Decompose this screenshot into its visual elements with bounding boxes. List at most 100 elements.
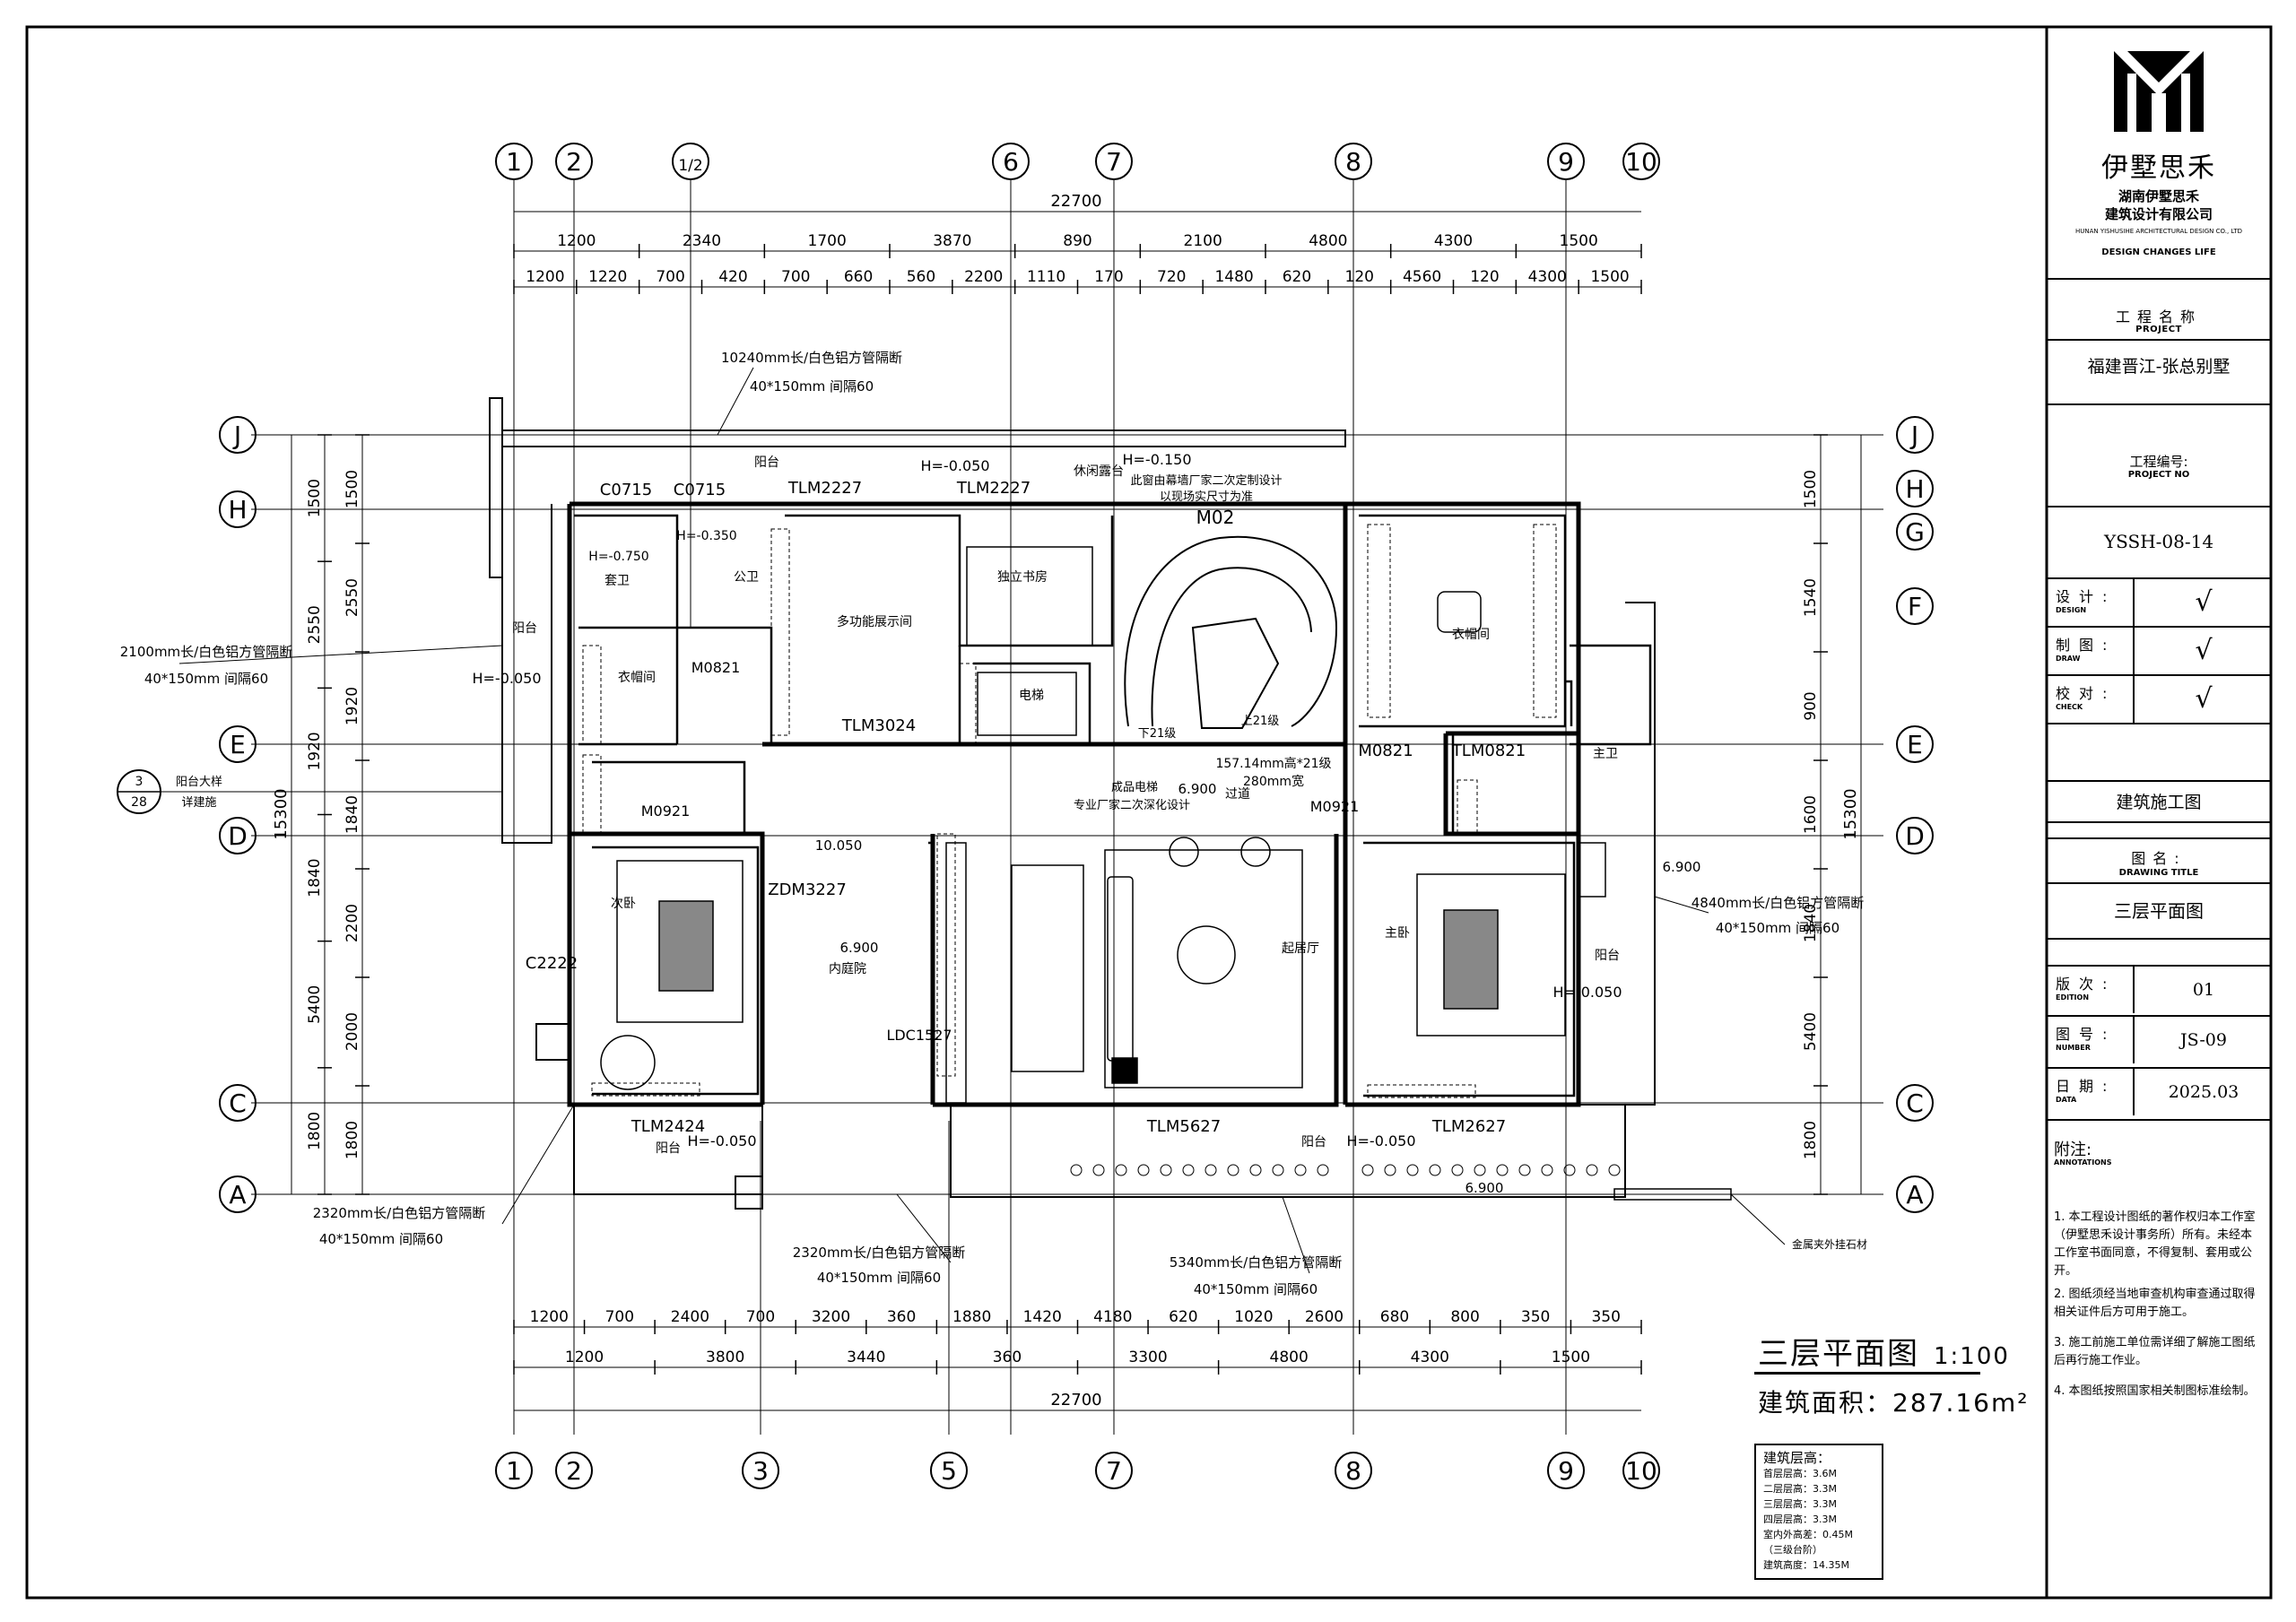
svg-text:1840: 1840: [344, 795, 361, 834]
svg-text:3440: 3440: [847, 1349, 885, 1366]
design-row: 设计: DESIGN √: [2047, 579, 2271, 628]
svg-text:7: 7: [1106, 147, 1122, 177]
label-e6900d: 6.900: [1465, 1180, 1504, 1196]
plan-scale: 1:100: [1934, 1343, 2010, 1370]
number: JS-09: [2133, 1017, 2273, 1063]
svg-text:15300: 15300: [272, 788, 291, 839]
label-grille-bl: 2320mm长/白色铝方管隔断: [313, 1205, 485, 1221]
label-h150: H=-0.150: [1122, 451, 1191, 468]
right-axis-J: J: [1896, 416, 1934, 454]
bottom-axis-9: 9: [1547, 1452, 1585, 1489]
edition-row: 版次: EDITION 01: [2047, 965, 2271, 1017]
left-axis-J: J: [219, 416, 257, 454]
label-e6900b: 6.900: [840, 940, 879, 956]
svg-text:890: 890: [1063, 232, 1091, 250]
bottom-axis-2: 2: [555, 1452, 593, 1489]
project-label: 工程名称: [2115, 308, 2202, 325]
bottom-axis-10: 10: [1622, 1452, 1660, 1489]
svg-text:5: 5: [941, 1456, 957, 1486]
svg-text:120: 120: [1470, 268, 1499, 286]
svg-text:1020: 1020: [1234, 1308, 1273, 1326]
label-grille-top: 10240mm长/白色铝方管隔断: [721, 350, 902, 366]
room-suite-bath: 套卫: [604, 574, 630, 588]
label-grille-bm: 2320mm长/白色铝方管隔断: [793, 1245, 965, 1261]
svg-text:1500: 1500: [1560, 232, 1598, 250]
project-no-label-en: PROJECT NO: [2127, 470, 2190, 480]
notes-label-en: ANNOTATIONS: [2054, 1158, 2112, 1167]
svg-text:1220: 1220: [588, 268, 627, 286]
label-grille-left: 2100mm长/白色铝方管隔断: [120, 644, 292, 660]
svg-text:620: 620: [1169, 1308, 1197, 1326]
bottom-axis-7: 7: [1095, 1452, 1133, 1489]
notes-label: 附注:: [2054, 1141, 2092, 1159]
label-detail-sheet: 28: [131, 795, 147, 810]
svg-text:1800: 1800: [306, 1112, 324, 1150]
svg-text:E: E: [1907, 730, 1923, 759]
svg-text:1600: 1600: [1802, 795, 1820, 834]
svg-text:1920: 1920: [306, 732, 324, 770]
svg-text:4300: 4300: [1434, 232, 1473, 250]
edition: 01: [2133, 967, 2273, 1013]
room-balcony-left: 阳台: [512, 621, 537, 636]
svg-text:560: 560: [907, 268, 935, 286]
right-axis-D: D: [1896, 817, 1934, 854]
label-zdm3227: ZDM3227: [768, 880, 847, 899]
label-ldc1527: LDC1527: [886, 1027, 952, 1044]
svg-text:3: 3: [752, 1456, 769, 1486]
svg-text:2400: 2400: [671, 1308, 709, 1326]
svg-text:6: 6: [1003, 147, 1019, 177]
svg-text:680: 680: [1380, 1308, 1409, 1326]
stage-section: 建筑施工图: [2047, 724, 2271, 823]
slogan: DESIGN CHANGES LIFE: [2101, 247, 2216, 257]
right-axis-C: C: [1896, 1084, 1934, 1122]
label-e6900c: 6.900: [1663, 859, 1701, 875]
svg-text:1200: 1200: [526, 268, 564, 286]
svg-text:4300: 4300: [1528, 268, 1567, 286]
svg-text:A: A: [1906, 1180, 1923, 1210]
date: 2025.03: [2133, 1069, 2273, 1115]
svg-text:1540: 1540: [1802, 578, 1820, 617]
svg-text:1700: 1700: [808, 232, 847, 250]
svg-text:G: G: [1905, 517, 1925, 547]
right-axis-A: A: [1896, 1175, 1934, 1213]
draw-check-icon: √: [2133, 628, 2273, 674]
balconies: [489, 397, 1656, 1210]
plan-labels: 阳台休闲露台多功能展示间独立书房衣帽间套卫公卫衣帽间阳台主卫次卧内庭院起居厅主卧…: [120, 350, 1867, 1297]
project-no-label: 工程编号:: [2129, 454, 2188, 470]
room-balcony-bottom: 阳台: [1301, 1135, 1326, 1149]
svg-text:700: 700: [605, 1308, 634, 1326]
label-h050b: H=-0.050: [472, 670, 541, 687]
left-total-dim: 15300: [272, 435, 292, 1194]
svg-text:420: 420: [718, 268, 747, 286]
svg-text:3800: 3800: [706, 1349, 744, 1366]
svg-text:C: C: [1906, 1089, 1924, 1118]
svg-text:2200: 2200: [344, 904, 361, 942]
svg-text:350: 350: [1591, 1308, 1620, 1326]
svg-text:8: 8: [1345, 147, 1361, 177]
label-tlm2627: TLM2627: [1431, 1117, 1506, 1136]
room-master-bedroom: 主卧: [1385, 926, 1410, 941]
label-m0821a: M0821: [691, 659, 741, 676]
label-grille-bottom2: 40*150mm 间隔60: [1194, 1281, 1318, 1297]
left-axis-D: D: [219, 817, 257, 854]
top-axis-7: 7: [1095, 143, 1133, 180]
note-3: 3. 施工前施工单位需详细了解施工图纸后再行施工作业。: [2054, 1336, 2256, 1367]
svg-text:1840: 1840: [306, 858, 324, 897]
label-c0715b: C0715: [674, 481, 726, 499]
svg-text:1: 1: [506, 1456, 522, 1486]
svg-text:1880: 1880: [952, 1308, 991, 1326]
svg-text:2000: 2000: [344, 1012, 361, 1051]
svg-text:360: 360: [993, 1349, 1022, 1366]
label-grille-right: 4840mm长/白色铝方管隔断: [1692, 895, 1864, 911]
svg-text:22700: 22700: [1050, 192, 1101, 211]
svg-text:4180: 4180: [1093, 1308, 1132, 1326]
svg-text:4800: 4800: [1309, 232, 1347, 250]
svg-text:350: 350: [1521, 1308, 1550, 1326]
room-master-bath: 主卫: [1593, 747, 1618, 761]
